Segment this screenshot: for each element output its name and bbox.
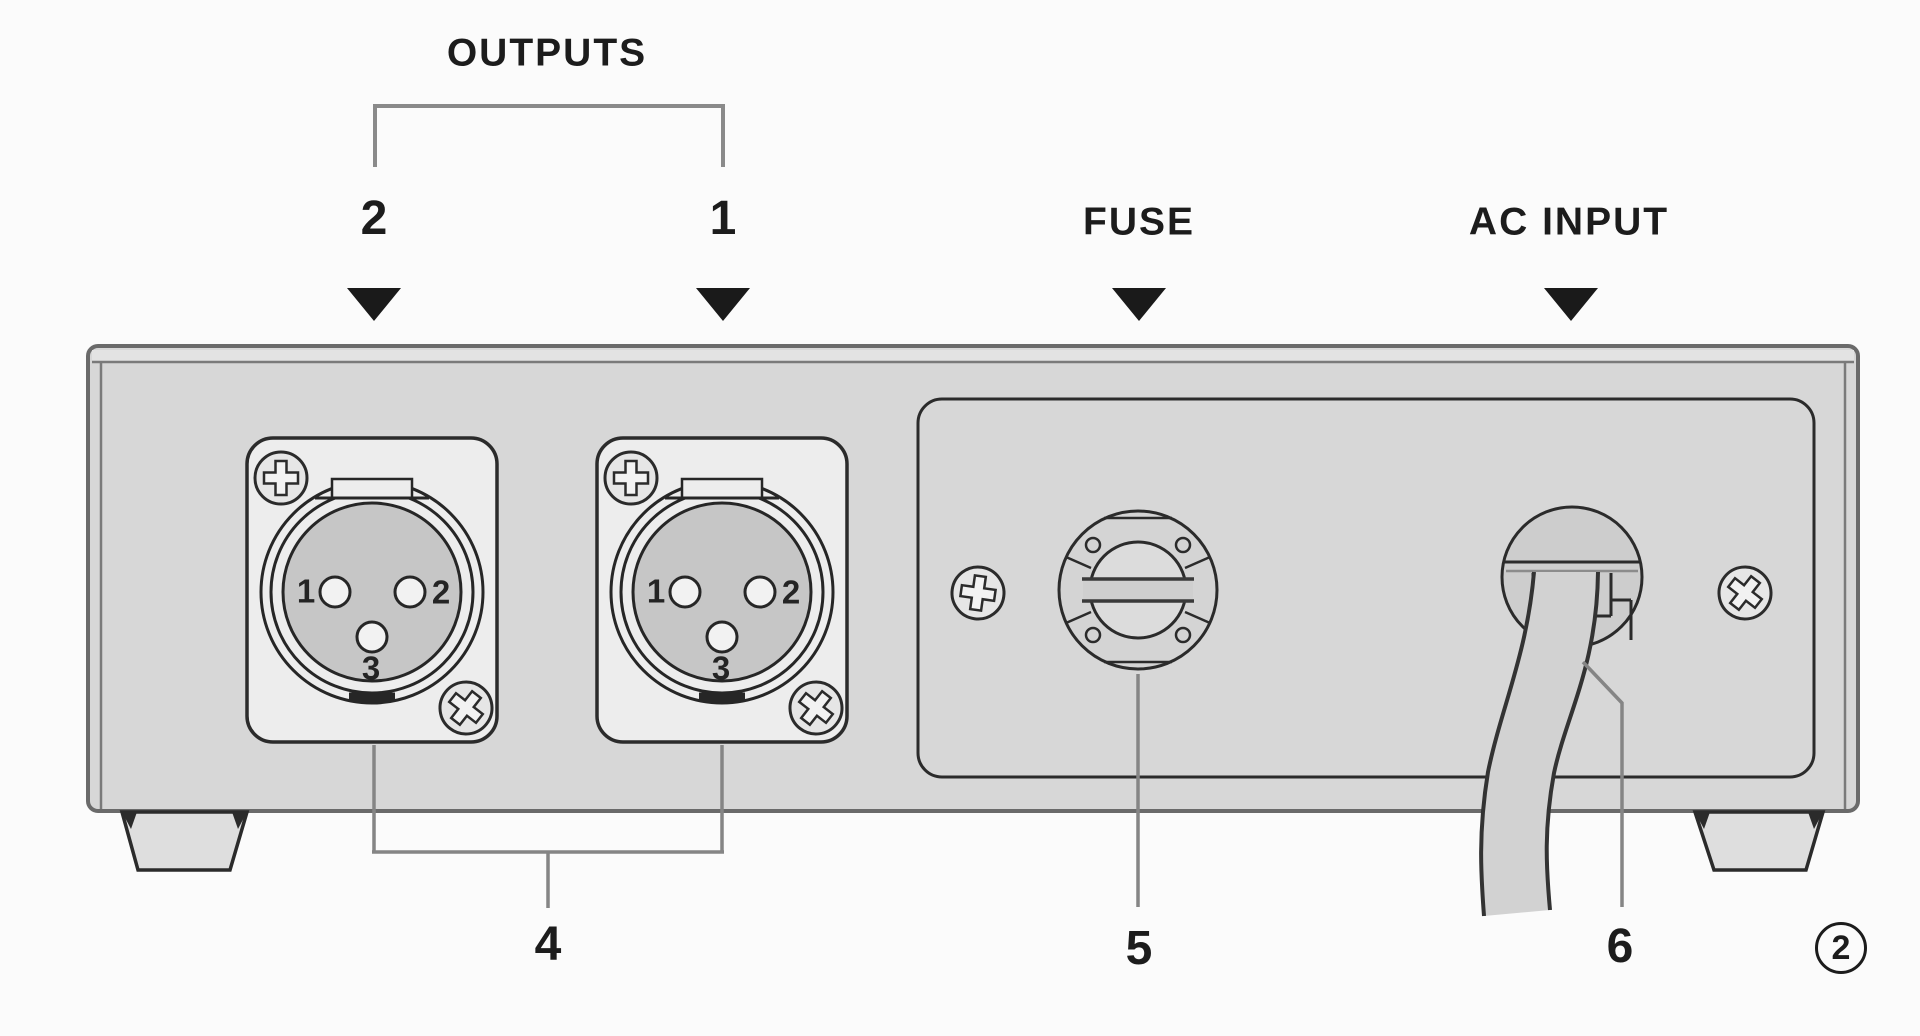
callout-6-number: 6 (1606, 920, 1634, 973)
xlr1-pin1-label: 1 (646, 572, 666, 610)
down-triangle-icon-output-1 (696, 288, 750, 321)
callout-4-number: 4 (534, 918, 562, 971)
down-triangle-icon-fuse (1112, 288, 1166, 321)
fuse-label: FUSE (1082, 200, 1196, 244)
xlr-male-connector-icon-output-1 (597, 438, 852, 744)
left-foot (119, 810, 250, 872)
down-triangle-icon-output-2 (347, 288, 401, 321)
outputs-label: OUTPUTS (446, 31, 648, 75)
xlr2-pin1-label: 1 (296, 572, 316, 610)
figure-step-marker: 2 (1815, 922, 1867, 974)
callout-4-bracket (372, 745, 724, 908)
xlr1-pin2-label: 2 (781, 573, 801, 611)
callout-6-line (1581, 660, 1624, 907)
power-cable-icon (1479, 571, 1600, 917)
output-1-number: 1 (709, 192, 737, 245)
callout-5-number: 5 (1125, 922, 1153, 975)
xlr2-pin3-label: 3 (361, 649, 381, 687)
xlr-male-connector-icon-output-2 (247, 438, 502, 744)
xlr2-pin2-label: 2 (431, 573, 451, 611)
output-2-number: 2 (360, 192, 388, 245)
xlr1-pin3-label: 3 (711, 649, 731, 687)
right-foot (1692, 810, 1826, 872)
down-triangle-icon-ac-input (1544, 288, 1598, 321)
recessed-io-panel (916, 397, 1816, 779)
outputs-bracket (373, 104, 725, 167)
fuse-cap-icon (1057, 509, 1219, 671)
ac-input-label: AC INPUT (1468, 200, 1670, 244)
